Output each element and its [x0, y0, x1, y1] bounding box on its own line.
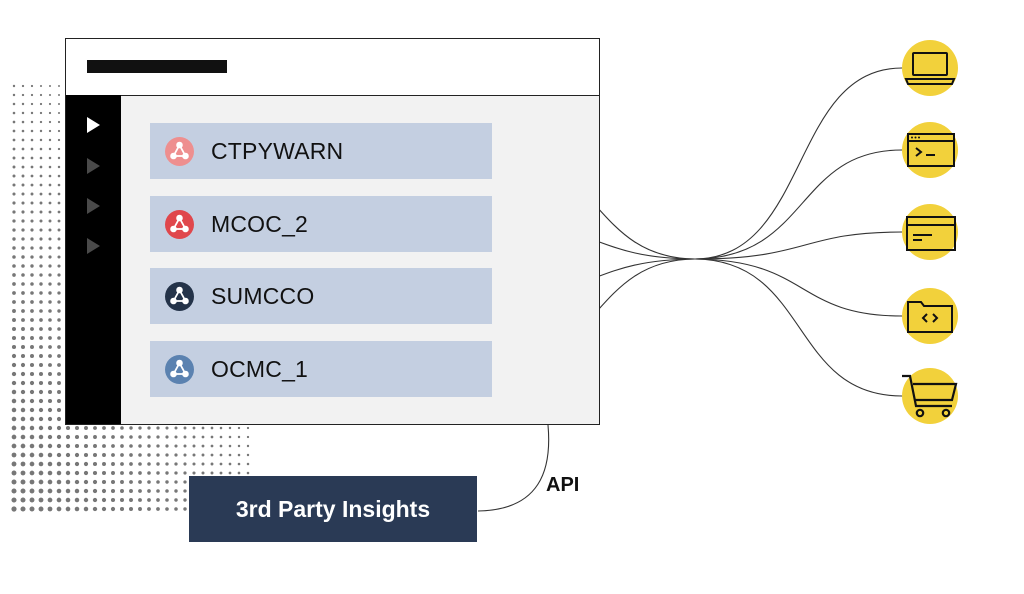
endpoint-cart[interactable]	[902, 368, 958, 424]
link-api	[477, 424, 550, 512]
laptop-icon	[904, 52, 956, 85]
shopping-cart-icon	[902, 374, 958, 418]
rail-play-icon-2[interactable]	[87, 158, 100, 174]
card-icon	[906, 216, 956, 251]
list-item[interactable]: OCMC_1	[150, 341, 492, 397]
link-endpoint-5	[694, 258, 903, 397]
row-label: SUMCCO	[211, 282, 315, 309]
connector-icon	[165, 354, 194, 384]
row-label: OCMC_1	[211, 355, 309, 382]
insights-label: 3rd Party Insights	[235, 495, 431, 522]
link-endpoint-3	[694, 231, 903, 260]
connector-icon	[165, 281, 194, 311]
side-rail	[66, 95, 121, 424]
window-titlebar	[66, 39, 599, 96]
rail-play-icon-4[interactable]	[87, 238, 100, 254]
endpoint-card[interactable]	[902, 204, 958, 260]
connector-icon	[165, 209, 194, 239]
api-label: API	[546, 474, 580, 496]
connector-icon	[165, 136, 194, 166]
row-label: CTPYWARN	[211, 137, 344, 164]
code-folder-icon	[907, 301, 953, 333]
endpoint-code-folder[interactable]	[902, 288, 958, 344]
terminal-window-icon	[907, 133, 955, 167]
endpoint-terminal[interactable]	[902, 122, 958, 178]
title-placeholder-bar	[87, 60, 227, 73]
endpoint-laptop[interactable]	[902, 40, 958, 96]
list-item[interactable]: SUMCCO	[150, 268, 492, 324]
list-item[interactable]: MCOC_2	[150, 196, 492, 252]
link-endpoint-1	[694, 67, 903, 260]
rail-play-icon-3[interactable]	[87, 198, 100, 214]
list-item[interactable]: CTPYWARN	[150, 123, 492, 179]
link-endpoint-2	[694, 149, 903, 260]
link-endpoint-4	[694, 258, 903, 317]
rail-play-icon-1[interactable]	[87, 117, 100, 133]
row-label: MCOC_2	[211, 210, 309, 237]
app-window: CTPYWARN MCOC_2 SUMCCO OCMC_1	[65, 38, 600, 425]
third-party-insights-box[interactable]: 3rd Party Insights	[189, 476, 477, 542]
